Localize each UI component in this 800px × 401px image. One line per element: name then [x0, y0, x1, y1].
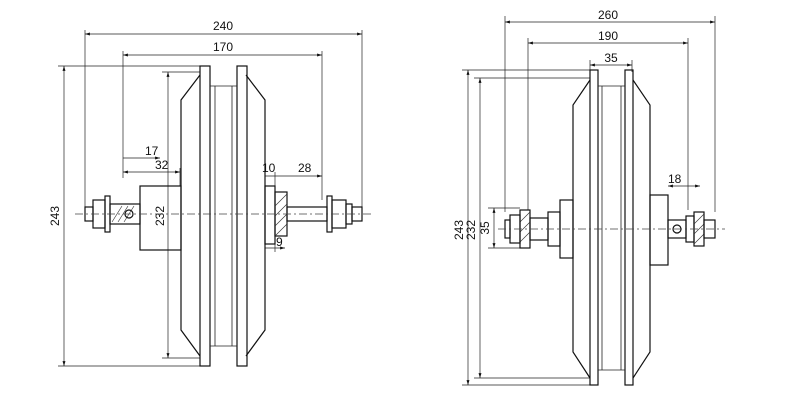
dim-label: 260 [598, 8, 618, 22]
dim-label: 243 [48, 206, 62, 226]
dim-label: 17 [145, 144, 159, 158]
dim-10-28-right: 10 28 [262, 161, 322, 192]
dim-35-rim-width: 35 [589, 51, 633, 72]
dim-18-right-axle: 18 [668, 172, 700, 188]
dim-label: 232 [153, 206, 167, 226]
right-wheel-body [572, 69, 651, 386]
right-hub-motor-view: 260 190 35 18 243 [452, 8, 725, 386]
right-view-right-axle-assembly [649, 194, 716, 266]
dim-label: 32 [155, 158, 169, 172]
dim-35-hub-height: 35 [478, 207, 520, 249]
dim-label: 35 [478, 221, 492, 235]
left-wheel-body [180, 65, 266, 367]
dim-label: 10 [262, 161, 276, 175]
dim-label: 240 [213, 19, 233, 33]
dim-label: 35 [604, 51, 618, 65]
dim-190-hub-width: 190 [527, 29, 689, 210]
dim-243-outer-height: 243 [48, 65, 200, 367]
dim-243-outer-height: 243 [452, 69, 590, 386]
dim-17-32-left: 17 32 [123, 144, 181, 186]
dim-label: 243 [452, 220, 466, 240]
dim-170-hub-width: 170 [122, 40, 323, 200]
dim-label: 9 [276, 235, 283, 249]
dim-232-inner-height: 232 [153, 71, 200, 359]
left-hub-motor-view: 240 170 243 232 17 32 [48, 19, 372, 367]
dim-label: 170 [213, 40, 233, 54]
dim-232-inner-height: 232 [464, 77, 590, 379]
dim-260-overall-width: 260 [504, 8, 716, 212]
dim-label: 18 [668, 172, 682, 186]
dim-240-overall-width: 240 [84, 19, 363, 207]
dim-label: 28 [298, 161, 312, 175]
dim-label: 232 [464, 220, 478, 240]
dim-label: 190 [598, 29, 618, 43]
